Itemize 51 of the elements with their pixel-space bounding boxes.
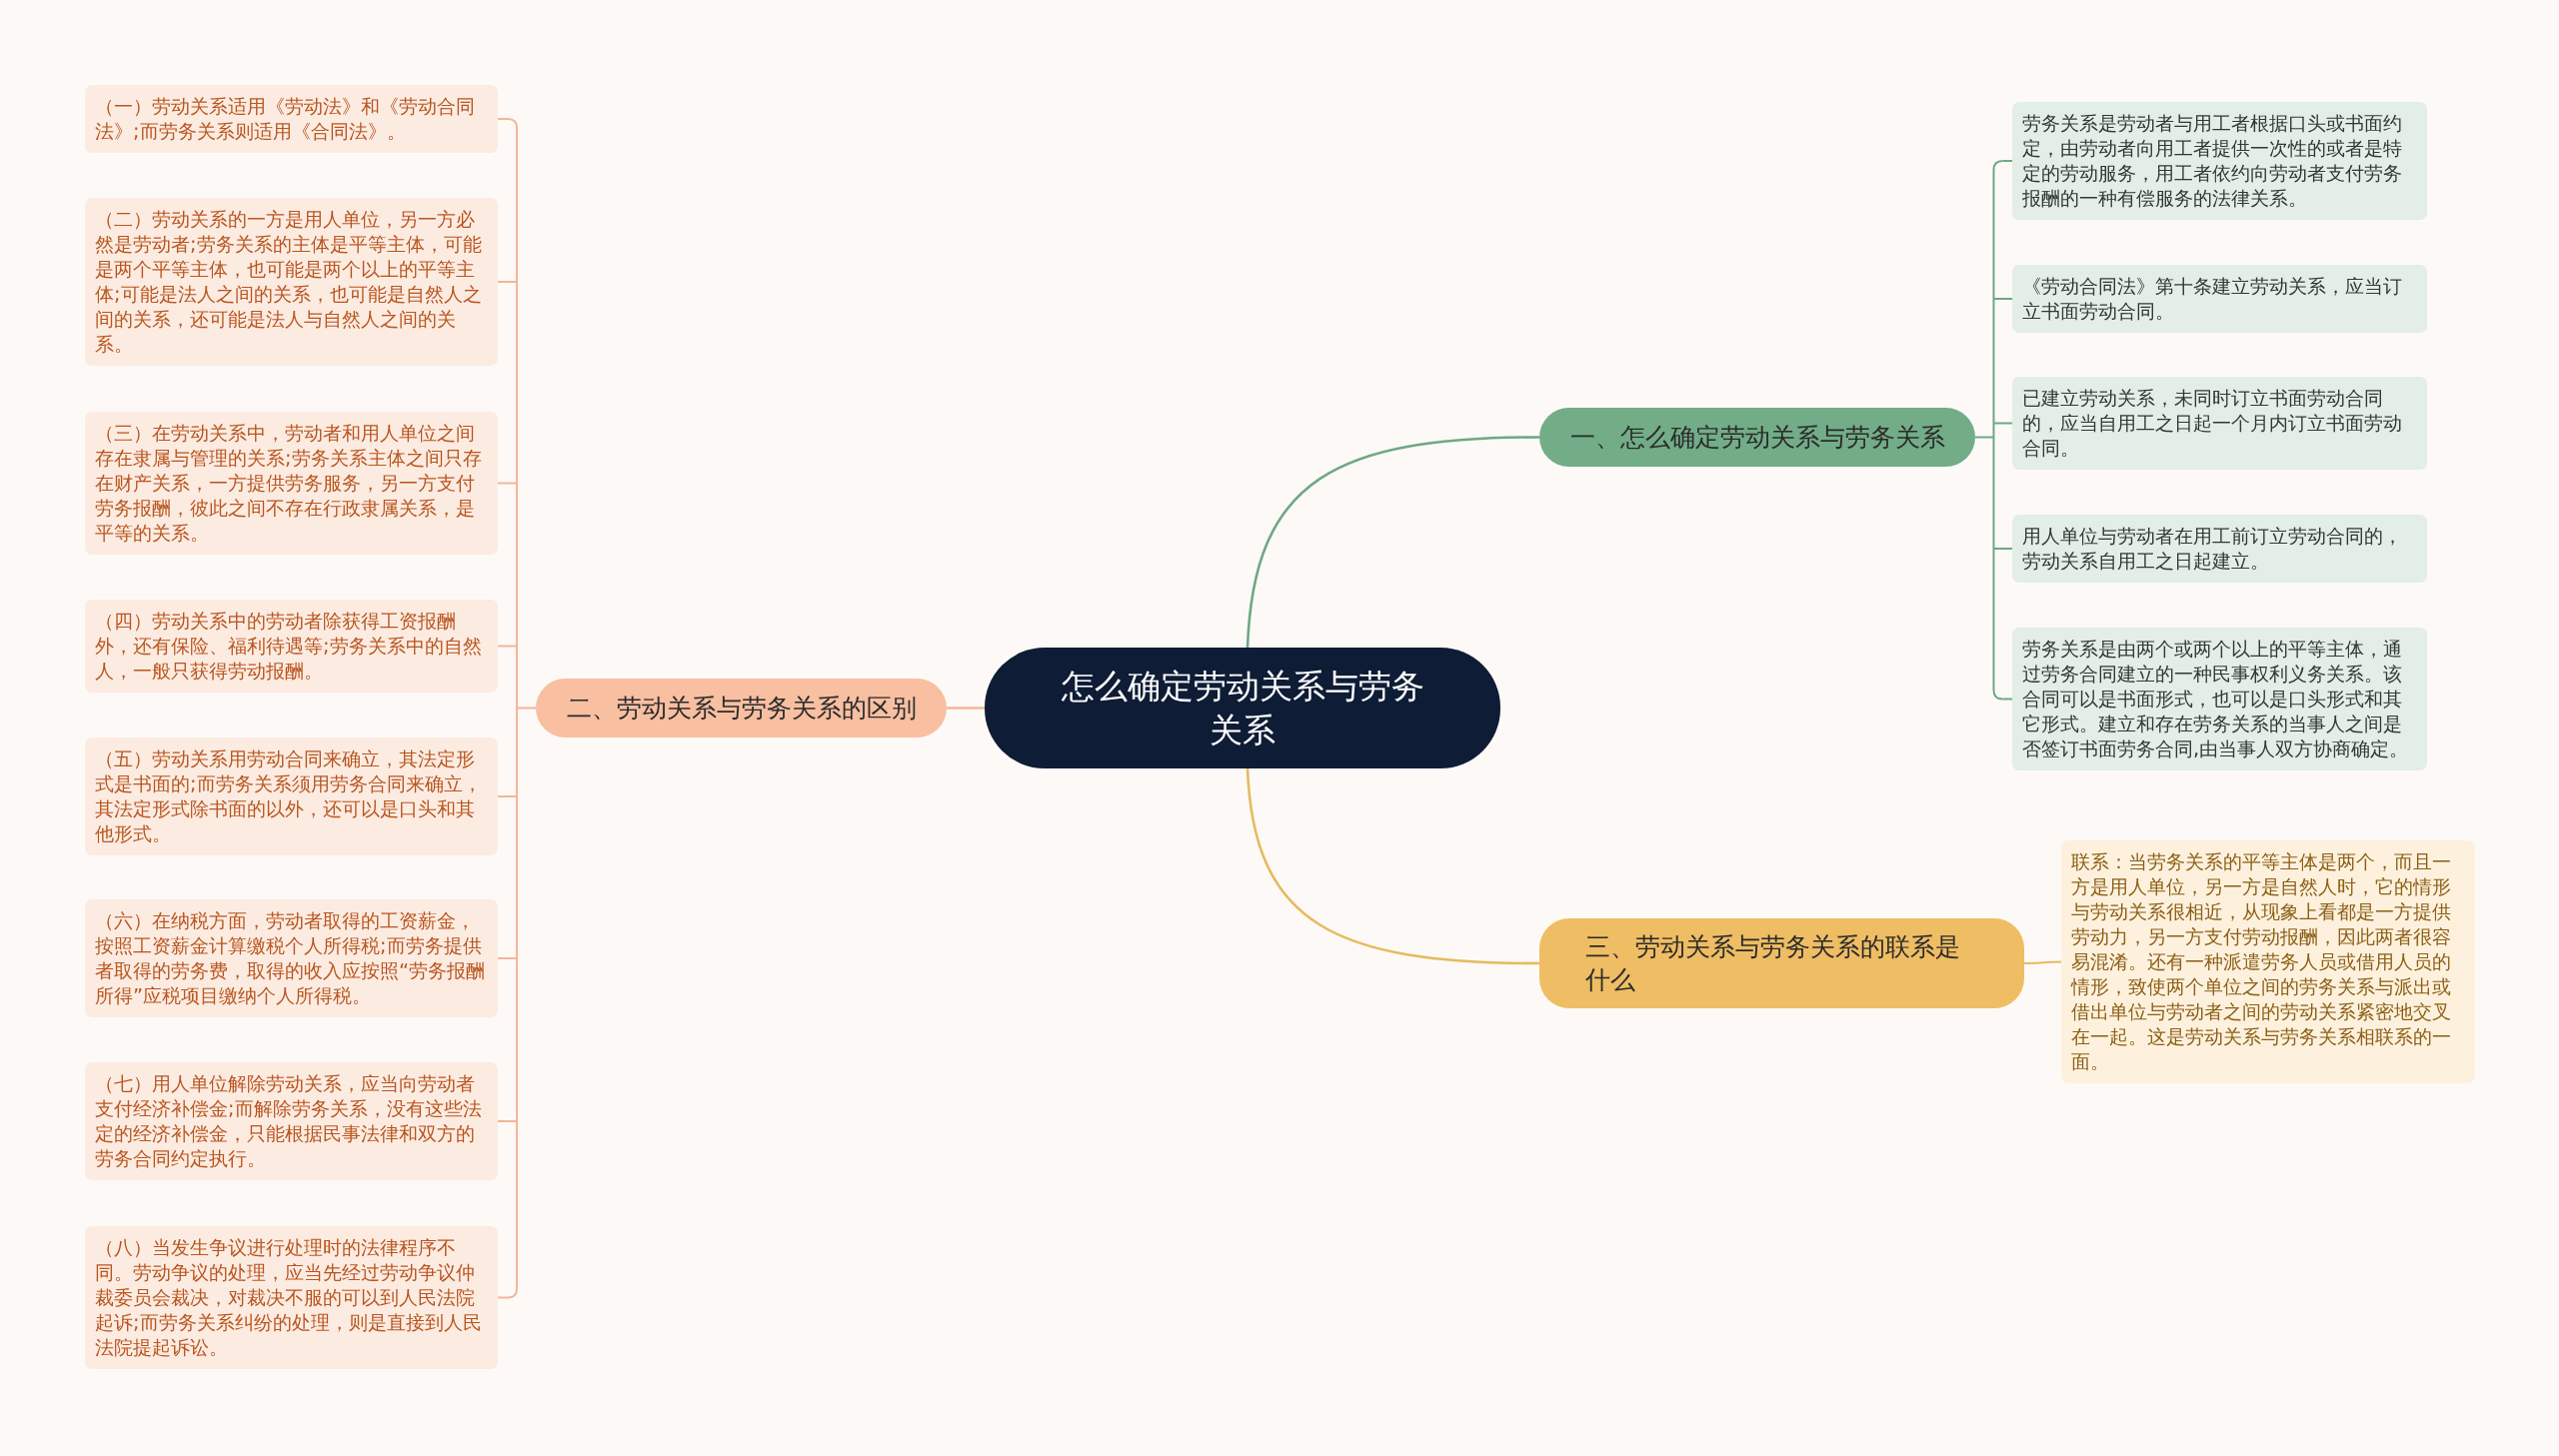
note-text: （二）劳动关系的一方是用人单位，另一方必然是劳动者;劳务关系的主体是平等主体，可能是两个平等主体，也可能是两个以上的平等主体;可能是法人之间的关系，也可能是自然人之间的关系，还可能是法人与自然人之间的关系。 — [95, 207, 483, 357]
note-card — [85, 899, 498, 1017]
connector-line — [1246, 436, 1540, 649]
connector-line — [947, 707, 985, 710]
note-text: （六）在纳税方面，劳动者取得的工资薪金，按照工资薪金计算缴税个人所得税;而劳务提供者取得的劳务费，取得的收入应按照“劳务报酬所得”应税项目缴纳个人所得税。 — [95, 908, 487, 1008]
note-card — [85, 600, 498, 693]
branch-label: 二、劳动关系与劳务关系的区别 — [566, 693, 917, 725]
connector-line — [2023, 960, 2062, 964]
connector-line — [497, 281, 518, 283]
connector-line — [497, 118, 509, 120]
connector-line — [507, 118, 537, 1299]
connector-line — [2001, 698, 2013, 701]
note-card — [85, 1062, 498, 1180]
connector-line — [497, 1120, 518, 1122]
connector-line — [2001, 160, 2013, 162]
branch-label: 三、劳动关系与劳务关系的联系是什么 — [1585, 931, 1961, 996]
connector-line — [497, 482, 518, 485]
note-card — [2012, 102, 2427, 220]
connector-line — [497, 957, 518, 959]
branch-topic — [1539, 918, 2024, 1008]
note-text: 劳务关系是由两个或两个以上的平等主体，通过劳务合同建立的一种民事权利义务关系。该合同可以是书面形式，也可以是口头形式和其它形式。建立和存在劳务关系的当事人之间是否签订书面劳务合同,由当事人双方协商确定。 — [2022, 637, 2410, 761]
note-text: （四）劳动关系中的劳动者除获得工资报酬外，还有保险、福利待遇等;劳务关系中的自然人，一般只获得劳动报酬。 — [95, 609, 483, 684]
note-text: （三）在劳动关系中，劳动者和用人单位之间存在隶属与管理的关系;劳务关系主体之间只存在财产关系，一方提供劳务服务，另一方支付劳务报酬，彼此之间不存在行政隶属关系，是平等的关系。 — [95, 421, 483, 546]
topic-title: 怎么确定劳动关系与劳务关系 — [1060, 665, 1425, 751]
connector-line — [1992, 298, 2013, 300]
note-text: 劳务关系是劳动者与用工者根据口头或书面约定，由劳动者向用工者提供一次性的或者是特定的劳动服务，用工者依约向劳动者支付劳务报酬的一种有偿服务的法律关系。 — [2022, 111, 2403, 211]
note-card — [85, 1226, 498, 1369]
connector-line — [1992, 548, 2013, 550]
note-text: 联系：当劳务关系的平等主体是两个，而且一方是用人单位，另一方是自然人时，它的情形与劳动关系很相近，从现象上看都是一方提供劳动力，另一方支付劳动报酬，因此两者很容易混淆。还有一种派遣劳务人员或借用人员的情形，致使两个单位之间的劳务关系与派出或借出单位与劳动者之间的劳动关系紧密地交叉在一起。这是劳动关系与劳务关系相联系的一面。 — [2071, 849, 2452, 1074]
connector-line — [1246, 767, 1540, 965]
note-card — [85, 412, 498, 555]
note-card — [85, 737, 498, 855]
connector-line — [1974, 160, 2004, 701]
note-card — [2012, 628, 2427, 770]
note-text: （一）劳动关系适用《劳动法》和《劳动合同法》;而劳务关系则适用《合同法》。 — [95, 94, 476, 144]
note-text: （八）当发生争议进行处理时的法律程序不同。劳动争议的处理，应当先经过劳动争议仲裁委员会裁决，对裁决不服的可以到人民法院起诉;而劳务关系纠纷的处理，则是直接到人民法院提起诉讼。 — [95, 1235, 483, 1360]
note-text: 《劳动合同法》第十条建立劳动关系，应当订立书面劳动合同。 — [2022, 274, 2403, 324]
note-text: （七）用人单位解除劳动关系，应当向劳动者支付经济补偿金;而解除劳务关系，没有这些法定的经济补偿金，只能根据民事法律和双方的劳务合同约定执行。 — [95, 1071, 483, 1171]
connector-line — [497, 795, 518, 797]
note-text: 用人单位与劳动者在用工前订立劳动合同的，劳动关系自用工之日起建立。 — [2022, 524, 2403, 574]
note-card — [2012, 377, 2427, 470]
connector-line — [497, 1296, 509, 1299]
connector-line — [497, 645, 518, 648]
connector-line — [1992, 422, 2013, 425]
note-text: （五）劳动关系用劳动合同来确立，其法定形式是书面的;而劳务关系须用劳务合同来确立，其法定形式除书面的以外，还可以是口头和其他形式。 — [95, 746, 483, 846]
note-card — [2012, 515, 2427, 583]
branch-label: 一、怎么确定劳动关系与劳务关系 — [1569, 422, 1945, 454]
note-card — [85, 198, 498, 366]
note-card — [2012, 265, 2427, 333]
note-card — [85, 85, 498, 153]
note-text: 已建立劳动关系，未同时订立书面劳动合同的，应当自用工之日起一个月内订立书面劳动合同。 — [2022, 386, 2403, 461]
